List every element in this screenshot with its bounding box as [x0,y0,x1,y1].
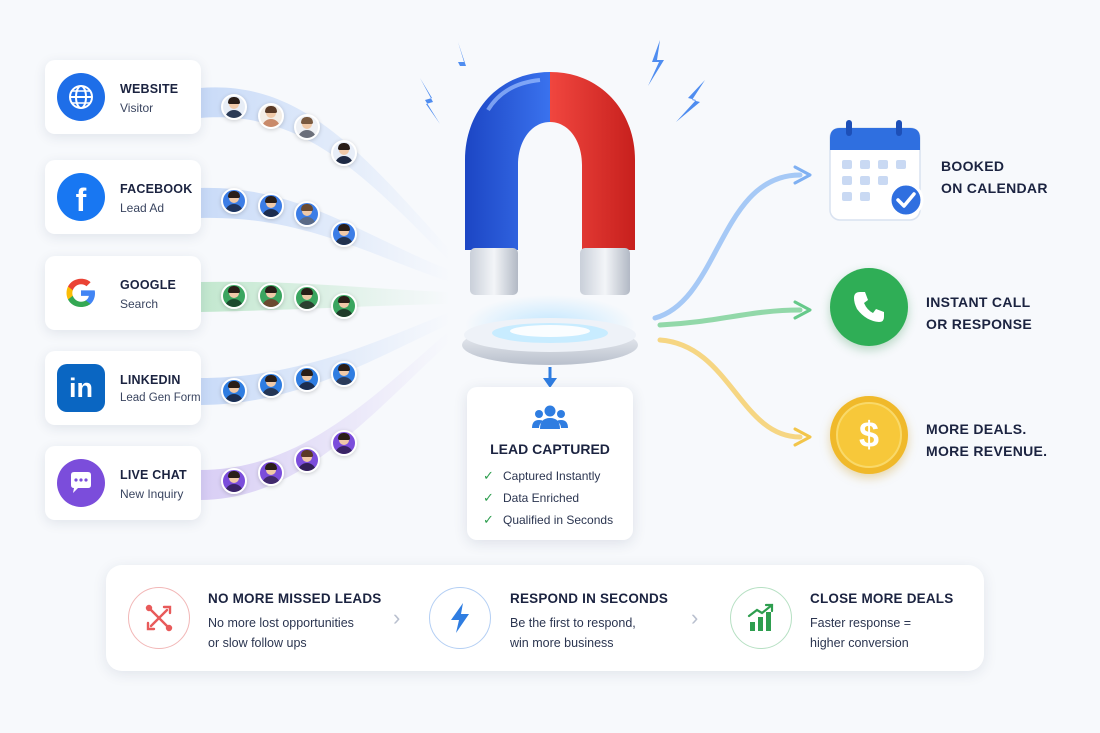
lead-avatar [221,468,247,494]
globe-icon [57,73,105,121]
facebook-icon: f [57,173,105,221]
source-card-website[interactable]: WEBSITE Visitor [45,60,201,134]
growth-chart-icon [730,587,792,649]
source-card-livechat[interactable]: LIVE CHAT New Inquiry [45,446,201,520]
lead-avatar [258,103,284,129]
check-icon: ✓ [483,468,494,483]
source-title: FACEBOOK [120,182,193,196]
lead-avatar [294,114,320,140]
source-card-facebook[interactable]: f FACEBOOK Lead Ad [45,160,201,234]
people-group-icon [532,405,568,429]
lead-captured-card: LEAD CAPTURED ✓Captured Instantly ✓Data … [467,387,633,540]
benefits-bar: NO MORE MISSED LEADS No more lost opport… [106,565,984,671]
lead-avatar [258,372,284,398]
source-subtitle: New Inquiry [120,487,184,501]
lightning-icon [429,587,491,649]
google-icon [57,269,105,317]
lead-check-item: ✓Captured Instantly [483,468,601,483]
check-icon: ✓ [483,490,494,505]
spark-bolt [676,80,705,122]
feature-title: NO MORE MISSED LEADS [208,591,382,606]
lead-avatar [294,366,320,392]
lead-avatar [294,447,320,473]
source-title: LINKEDIN [120,373,181,387]
lead-avatar [331,221,357,247]
lead-avatar [294,201,320,227]
feature-title: CLOSE MORE DEALS [810,591,954,606]
chevron-right-icon: › [393,605,401,630]
lead-check-item: ✓Qualified in Seconds [483,512,614,527]
lead-avatar [258,283,284,309]
source-card-linkedin[interactable]: in LINKEDIN Lead Gen Form [45,351,201,425]
check-icon: ✓ [483,512,494,527]
lead-avatar [331,293,357,319]
lead-avatar [294,285,320,311]
lead-captured-title: LEAD CAPTURED [490,441,610,457]
source-title: WEBSITE [120,82,179,96]
source-subtitle: Search [120,297,159,311]
linkedin-icon: in [57,364,105,412]
feature-title: RESPOND IN SECONDS [510,591,669,606]
spark-bolt [420,78,440,124]
dollar-icon: $ [830,396,908,474]
source-card-google[interactable]: GOOGLE Search [45,256,201,330]
flow-to-revenue [657,337,803,440]
source-subtitle: Visitor [120,101,154,115]
lead-avatar [331,361,357,387]
spark-bolt [458,42,468,82]
source-title: GOOGLE [120,278,177,292]
feature-description: Be the first to respond,win more busines… [510,616,636,650]
chevron-right-icon: › [691,605,699,630]
lead-check-item: ✓Data Enriched [483,490,580,505]
lead-avatar [331,140,357,166]
feature-description: Faster response =higher conversion [810,616,912,650]
lead-avatar [221,378,247,404]
crossed-arrows-icon [128,587,190,649]
source-subtitle: Lead Gen Form [120,392,201,404]
output-revenue-label: MORE DEALS.MORE REVENUE. [926,421,1048,459]
lead-avatar [331,430,357,456]
chat-icon [57,459,105,507]
lead-avatar [258,460,284,486]
lead-avatar [221,283,247,309]
magnet-illustration [465,72,635,295]
flow-to-call [657,307,803,328]
source-subtitle: Lead Ad [120,201,165,215]
lead-avatar [258,193,284,219]
spark-bolt [648,40,664,86]
lead-avatar [221,188,247,214]
flow-to-calendar [652,172,803,321]
lead-avatar [221,94,247,120]
calendar-icon [829,120,924,221]
source-title: LIVE CHAT [120,468,187,482]
phone-icon [830,268,908,346]
